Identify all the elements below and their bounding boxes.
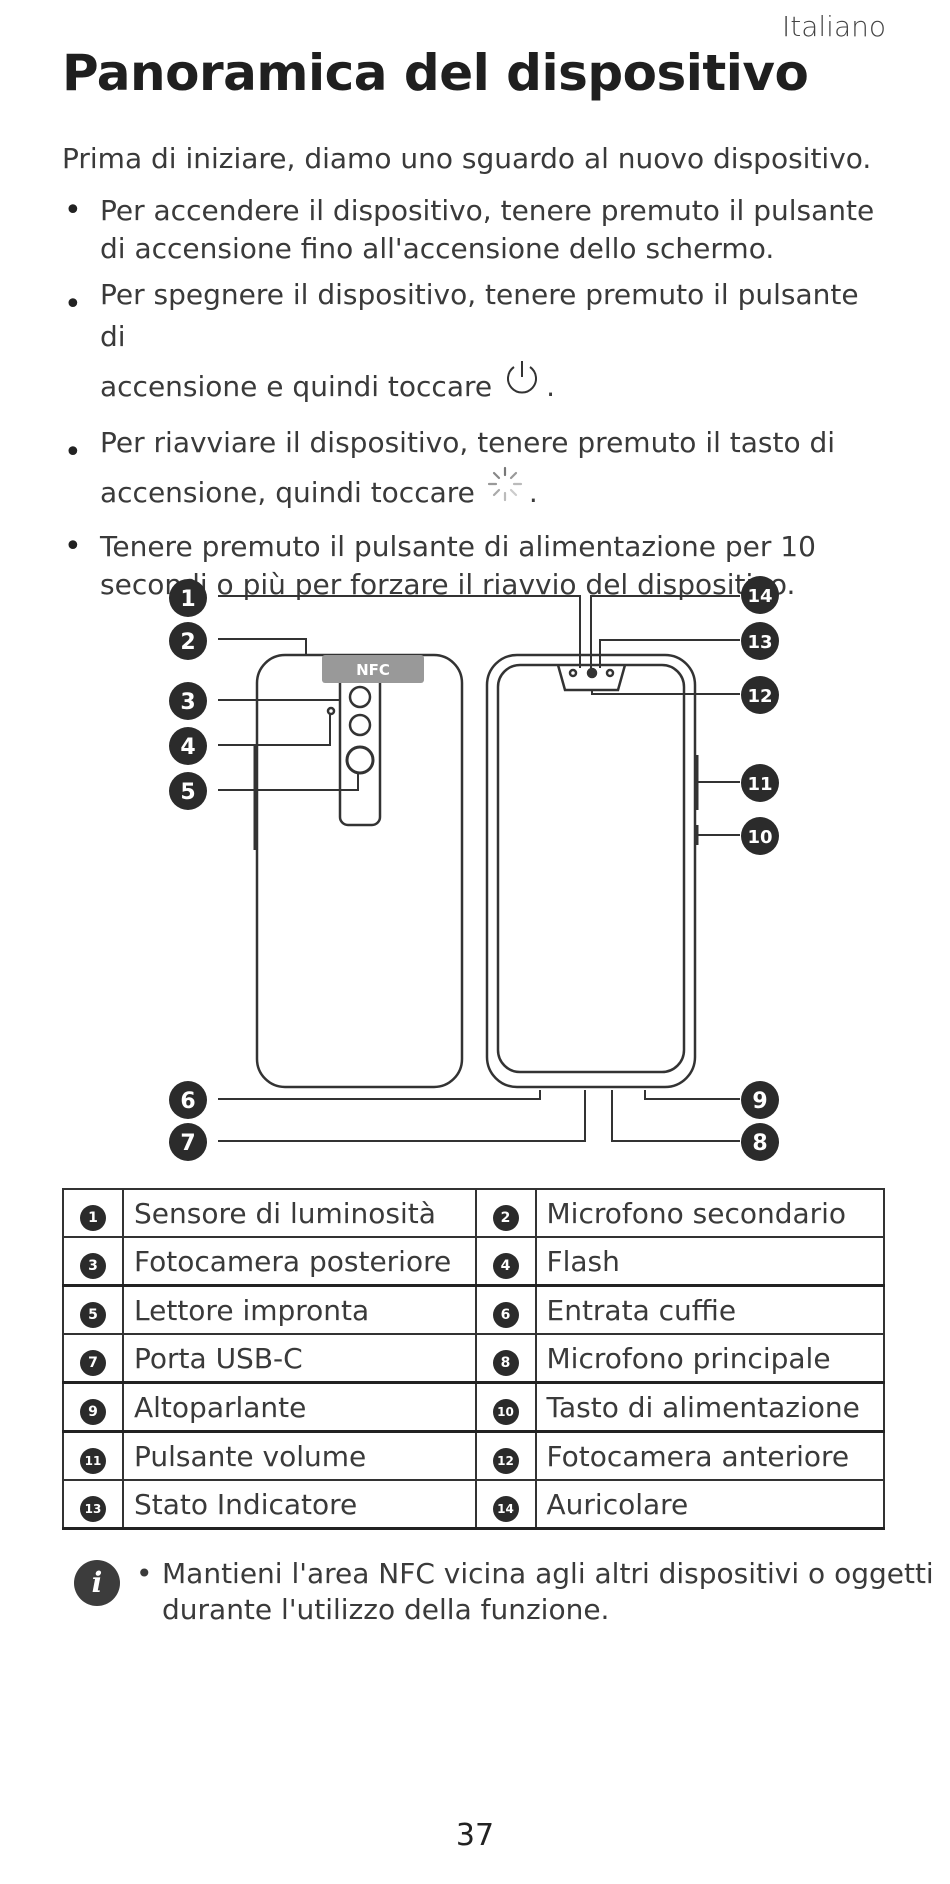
list-item: Per riavviare il dispositivo, tenere pre…	[62, 422, 892, 524]
info-icon: i	[74, 1560, 120, 1606]
table-row: 9 Altoparlante 10 Tasto di alimentazione	[62, 1381, 885, 1433]
list-item-line: accensione, quindi toccare.	[100, 464, 892, 524]
list-item-line: accensione e quindi toccare.	[100, 358, 892, 418]
legend-number: 13	[80, 1495, 106, 1522]
list-item: Per accendere il dispositivo, tenere pre…	[62, 192, 892, 268]
list-item-line: Per riavviare il dispositivo, tenere pre…	[100, 426, 836, 459]
legend-label: Pulsante volume	[122, 1430, 477, 1481]
legend-label: Tasto di alimentazione	[534, 1381, 885, 1433]
svg-text:4: 4	[180, 735, 195, 760]
legend-label: Lettore impronta	[122, 1284, 477, 1335]
page-number: 37	[455, 1818, 495, 1853]
table-row: 13 Stato Indicatore 14 Auricolare	[62, 1479, 885, 1530]
legend-number: 1	[80, 1204, 106, 1231]
callout-12: 12	[741, 676, 779, 714]
callout-14: 14	[741, 576, 779, 614]
svg-text:13: 13	[747, 632, 772, 653]
svg-text:10: 10	[747, 827, 772, 848]
callout-6: 6	[169, 1081, 207, 1119]
language-label: Italiano	[782, 10, 886, 43]
callout-7: 7	[169, 1123, 207, 1161]
svg-text:7: 7	[180, 1131, 195, 1156]
legend-label: Sensore di luminosità	[122, 1188, 477, 1238]
instruction-list: Per accendere il dispositivo, tenere pre…	[62, 192, 892, 604]
note-text: Mantieni l'area NFC vicina agli altri di…	[136, 1556, 950, 1628]
callout-9: 9	[741, 1081, 779, 1119]
legend-number: 7	[80, 1349, 106, 1376]
svg-text:5: 5	[180, 780, 195, 805]
table-row: 3 Fotocamera posteriore 4 Flash	[62, 1236, 885, 1287]
callout-4: 4	[169, 727, 207, 765]
camera-module	[338, 673, 382, 827]
svg-text:12: 12	[747, 686, 772, 707]
callout-2: 2	[169, 622, 207, 660]
list-item-text: accensione, quindi toccare	[100, 476, 475, 509]
legend-number: 3	[80, 1252, 106, 1279]
callout-11: 11	[741, 764, 779, 802]
legend-label: Stato Indicatore	[122, 1479, 477, 1530]
table-row: 5 Lettore impronta 6 Entrata cuffie	[62, 1284, 885, 1335]
intro-text: Prima di iniziare, diamo uno sguardo al …	[62, 142, 872, 175]
legend-label: Porta USB-C	[122, 1333, 477, 1384]
svg-text:6: 6	[180, 1089, 195, 1114]
svg-text:14: 14	[747, 586, 772, 607]
svg-text:2: 2	[180, 630, 195, 655]
page-title: Panoramica del dispositivo	[62, 44, 809, 102]
table-row: 11 Pulsante volume 12 Fotocamera anterio…	[62, 1430, 885, 1481]
callout-13: 13	[741, 622, 779, 660]
legend-number: 9	[80, 1398, 106, 1425]
list-item-text: .	[546, 370, 556, 403]
list-item-line: Per spegnere il dispositivo, tenere prem…	[100, 278, 859, 353]
table-row: 1 Sensore di luminosità 2 Microfono seco…	[62, 1188, 885, 1238]
svg-text:3: 3	[180, 690, 195, 715]
legend-label: Fotocamera anteriore	[534, 1430, 885, 1481]
legend-number: 14	[492, 1495, 519, 1522]
legend-number: 5	[80, 1301, 106, 1328]
legend-number: 4	[492, 1252, 519, 1279]
restart-icon	[485, 464, 525, 524]
legend-number: 12	[492, 1447, 519, 1474]
legend-number: 11	[80, 1447, 106, 1474]
legend-label: Flash	[534, 1236, 885, 1287]
device-diagram: NFC 1 2 3 4 5 6 7 8 9 10 11 12 13 14	[169, 576, 779, 1161]
callout-5: 5	[169, 772, 207, 810]
list-item-text: accensione e quindi toccare	[100, 370, 493, 403]
svg-text:9: 9	[752, 1089, 767, 1114]
power-icon	[502, 358, 542, 418]
table-row: 7 Porta USB-C 8 Microfono principale	[62, 1333, 885, 1384]
legend-number: 2	[492, 1204, 519, 1231]
svg-text:11: 11	[747, 774, 772, 795]
svg-text:8: 8	[752, 1131, 767, 1156]
legend-table: 1 Sensore di luminosità 2 Microfono seco…	[62, 1188, 885, 1530]
legend-number: 8	[492, 1349, 519, 1376]
callout-10: 10	[741, 817, 779, 855]
list-item: Per spegnere il dispositivo, tenere prem…	[62, 274, 892, 418]
nfc-badge	[322, 655, 424, 683]
legend-number: 10	[492, 1398, 519, 1425]
legend-label: Microfono principale	[534, 1333, 885, 1384]
legend-label: Microfono secondario	[534, 1188, 885, 1238]
callout-8: 8	[741, 1123, 779, 1161]
legend-label: Fotocamera posteriore	[122, 1236, 477, 1287]
svg-text:1: 1	[180, 587, 195, 612]
legend-label: Altoparlante	[122, 1381, 477, 1433]
phone-back-outline	[255, 653, 464, 1089]
list-item-text: .	[528, 476, 538, 509]
phone-front-outline	[485, 653, 697, 1089]
nfc-label: NFC	[356, 661, 390, 679]
legend-label: Auricolare	[534, 1479, 885, 1530]
callout-3: 3	[169, 682, 207, 720]
legend-label: Entrata cuffie	[534, 1284, 885, 1335]
callout-1: 1	[169, 579, 207, 617]
legend-number: 6	[492, 1301, 519, 1328]
